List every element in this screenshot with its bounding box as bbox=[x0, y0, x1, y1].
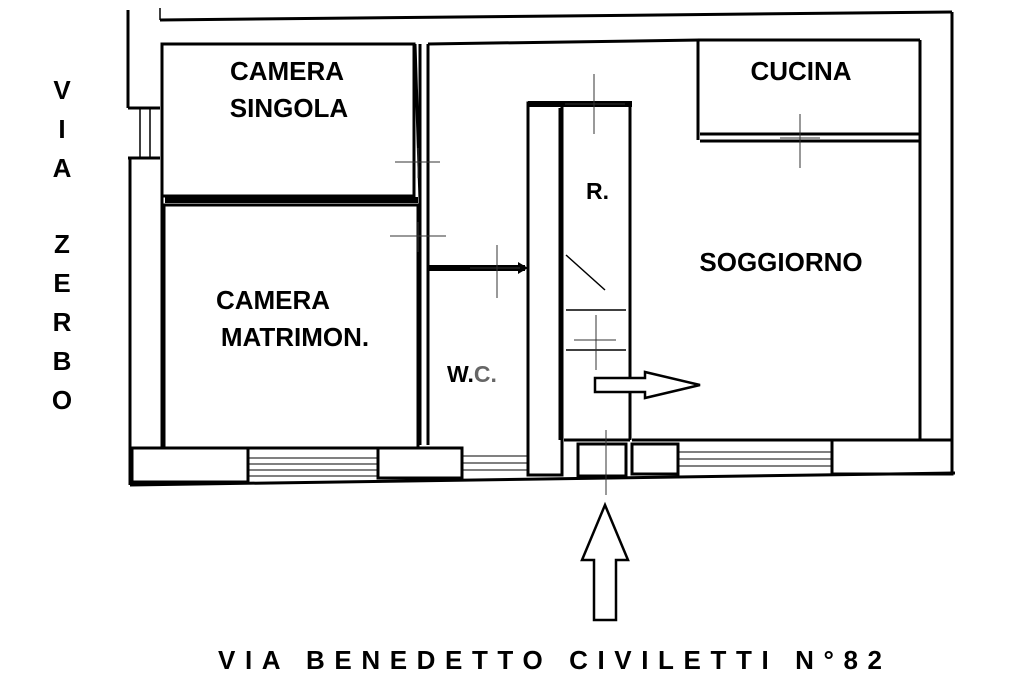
side-street-letter: B bbox=[53, 346, 72, 376]
outer-walls bbox=[126, 8, 956, 487]
camera-matrimoniale-label-1: CAMERA bbox=[216, 285, 330, 315]
camera-singola-label-2: SINGOLA bbox=[230, 93, 349, 123]
camera-matrimoniale-room: CAMERA MATRIMON. bbox=[162, 203, 420, 450]
ripostiglio-label: R. bbox=[586, 178, 609, 204]
side-street-letter: V bbox=[53, 75, 71, 105]
soggiorno-room: SOGGIORNO bbox=[593, 247, 920, 442]
side-street-letter: A bbox=[53, 153, 72, 183]
front-openings bbox=[130, 438, 954, 484]
side-street-letter: Z bbox=[54, 229, 70, 259]
interior-arrow-icon bbox=[593, 370, 701, 400]
cucina-label: CUCINA bbox=[750, 56, 851, 86]
measurement-crosses bbox=[390, 74, 820, 495]
entrance-arrow-icon bbox=[580, 501, 630, 622]
front-street-label: VIA BENEDETTO CIVILETTI N°82 bbox=[218, 645, 892, 675]
side-street-letter: I bbox=[58, 114, 65, 144]
soggiorno-label: SOGGIORNO bbox=[699, 247, 862, 277]
side-street-letter: E bbox=[53, 268, 70, 298]
cucina-room: CUCINA bbox=[696, 38, 920, 143]
wc-label: W.C. bbox=[447, 361, 497, 387]
camera-singola-label-1: CAMERA bbox=[230, 56, 344, 86]
side-street-letter: R bbox=[53, 307, 72, 337]
side-street-label: V I A Z E R B O bbox=[52, 75, 72, 415]
camera-singola-room: CAMERA SINGOLA bbox=[160, 42, 422, 203]
stair-core: R. bbox=[526, 101, 632, 477]
side-street-letter: O bbox=[52, 385, 72, 415]
camera-matrimoniale-label-2: MATRIMON. bbox=[221, 322, 369, 352]
